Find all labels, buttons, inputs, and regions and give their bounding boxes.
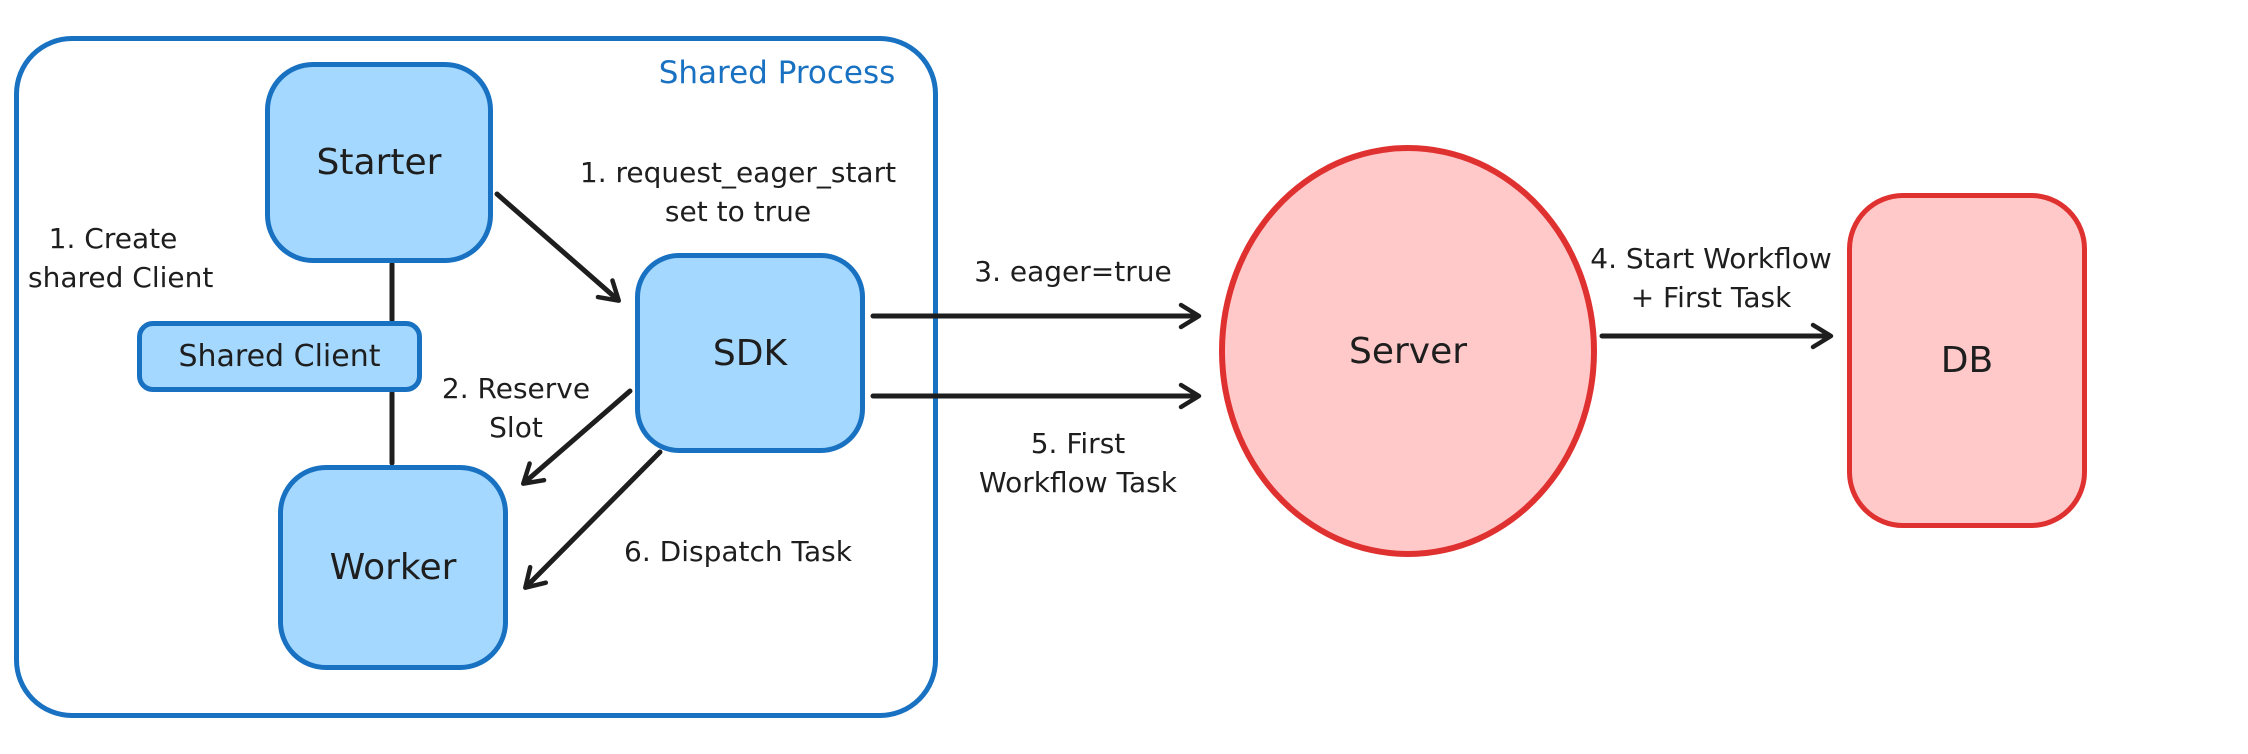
label-dispatch-task-line1: 6. Dispatch Task: [624, 535, 852, 568]
starter-label: Starter: [316, 142, 442, 183]
label-create-shared-client: 1. Create shared Client: [28, 219, 214, 297]
arrow-dispatch-task: [523, 449, 663, 590]
label-first-workflow-task-line2: Workflow Task: [979, 466, 1177, 499]
label-create-shared-client-line1: 1. Create: [48, 222, 178, 255]
shared-client-label: Shared Client: [178, 339, 381, 374]
label-reserve-slot: 2. Reserve Slot: [426, 369, 606, 447]
label-request-eager-start-line1: 1. request_eager_start: [579, 156, 897, 189]
shared-process-container: [14, 36, 938, 718]
label-eager-true: 3. eager=true: [943, 252, 1203, 291]
arrow-request-eager-start: [494, 191, 622, 303]
label-request-eager-start: 1. request_eager_start set to true: [543, 153, 933, 231]
label-start-workflow-line2: + First Task: [1630, 281, 1792, 314]
label-create-shared-client-line2: shared Client: [28, 261, 214, 294]
shared-process-title: Shared Process: [658, 55, 896, 91]
node-server: Server: [1219, 145, 1597, 557]
label-start-workflow-line1: 4. Start Workflow: [1590, 242, 1832, 275]
node-shared-client: Shared Client: [137, 321, 422, 392]
node-db: DB: [1847, 193, 2087, 528]
label-request-eager-start-line2: set to true: [664, 195, 812, 228]
node-starter: Starter: [265, 62, 493, 263]
label-reserve-slot-line1: 2. Reserve: [441, 372, 591, 405]
label-first-workflow-task: 5. First Workflow Task: [948, 424, 1208, 502]
db-label: DB: [1940, 340, 1994, 381]
label-eager-true-line1: 3. eager=true: [974, 255, 1172, 288]
worker-label: Worker: [329, 547, 457, 588]
label-first-workflow-task-line1: 5. First: [1030, 427, 1126, 460]
node-sdk: SDK: [635, 253, 865, 453]
label-dispatch-task: 6. Dispatch Task: [598, 532, 878, 571]
label-start-workflow: 4. Start Workflow + First Task: [1581, 239, 1841, 317]
label-reserve-slot-line2: Slot: [489, 411, 543, 444]
node-worker: Worker: [278, 465, 508, 670]
sdk-label: SDK: [712, 332, 788, 374]
arrow-reserve-slot: [520, 388, 633, 486]
server-label: Server: [1348, 330, 1468, 372]
